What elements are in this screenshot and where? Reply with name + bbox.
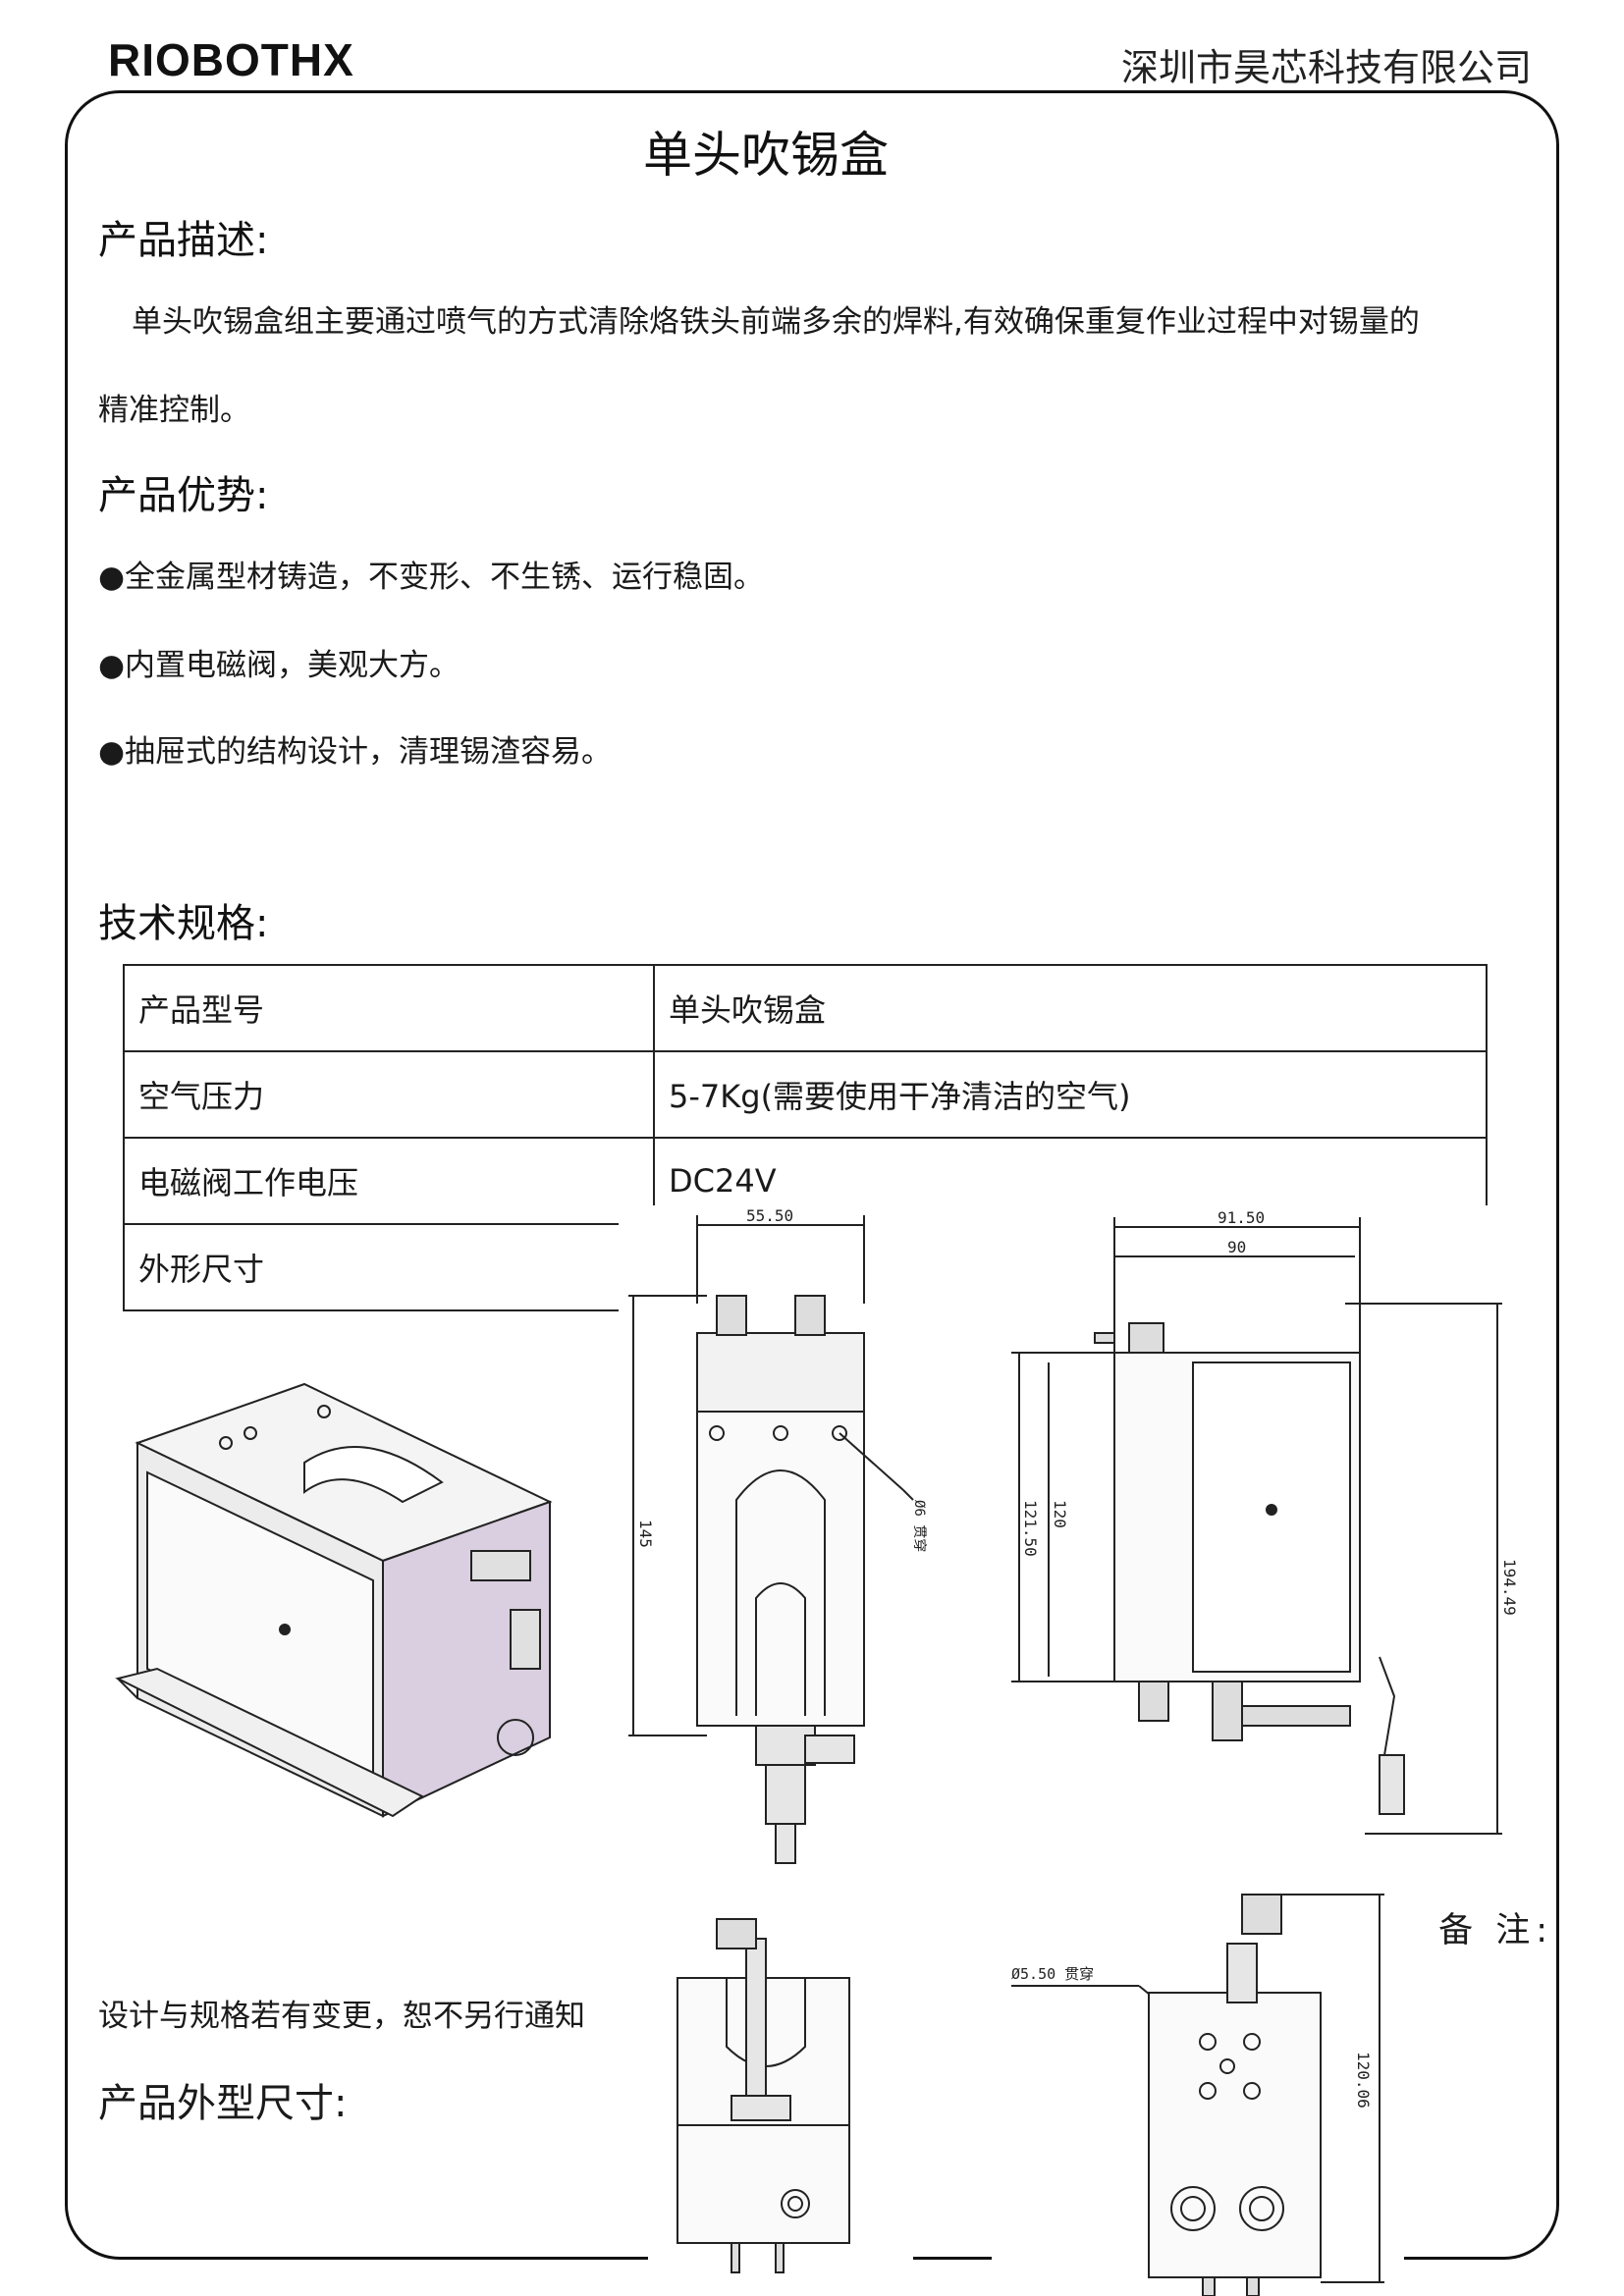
- side-height-outer: 121.50: [1021, 1500, 1040, 1557]
- description-line-1: 单头吹锡盒组主要通过喷气的方式清除烙铁头前端多余的焊料,有效确保重复作业过程中对…: [132, 304, 1420, 340]
- side-height-total: 194.49: [1500, 1559, 1519, 1616]
- spec-value: 5-7Kg(需要使用干净清洁的空气): [653, 1050, 1488, 1139]
- side-view-drawing: 91.50 90 121.50 120 194.49: [992, 1205, 1542, 1873]
- change-notice: 设计与规格若有变更，恕不另行通知: [98, 1999, 585, 2034]
- dims-heading: 产品外型尺寸:: [98, 2081, 348, 2126]
- spec-key: 空气压力: [123, 1050, 655, 1139]
- advantage-item-1: ●全金属型材铸造，不变形、不生锈、运行稳固。: [98, 560, 765, 595]
- company-name: 深圳市昊芯科技有限公司: [1120, 46, 1532, 89]
- rear-view-drawing: [648, 1909, 913, 2296]
- page-title: 单头吹锡盒: [643, 127, 889, 184]
- side-width-outer: 91.50: [1218, 1208, 1265, 1227]
- bottom-hole-note: Ø5.50 贯穿: [1011, 1965, 1094, 1983]
- description-line-2: 精准控制。: [98, 393, 250, 428]
- front-hole-note: Ø6 贯穿: [911, 1500, 927, 1552]
- spec-key: 电磁阀工作电压: [123, 1137, 655, 1225]
- spec-row: 产品型号 单头吹锡盒: [123, 964, 1488, 1052]
- description-heading: 产品描述:: [98, 218, 269, 263]
- advantage-item-2: ●内置电磁阀，美观大方。: [98, 648, 460, 683]
- specs-heading: 技术规格:: [98, 901, 269, 946]
- spec-value: 单头吹锡盒: [653, 964, 1488, 1052]
- spec-key: 外形尺寸: [123, 1223, 655, 1311]
- remark-label: 备 注:: [1438, 1911, 1553, 1950]
- advantages-heading: 产品优势:: [98, 473, 269, 518]
- side-height-inner: 120: [1051, 1500, 1069, 1528]
- spec-key: 产品型号: [123, 964, 655, 1052]
- front-width-dim: 55.50: [746, 1206, 793, 1225]
- side-width-inner: 90: [1227, 1238, 1246, 1256]
- bottom-height-dim: 120.06: [1354, 2052, 1373, 2109]
- front-view-drawing: 55.50 145 Ø6 贯穿: [619, 1205, 992, 1912]
- front-height-dim: 145: [636, 1520, 655, 1548]
- bottom-view-drawing: Ø5.50 贯穿 120.06: [992, 1885, 1404, 2296]
- isometric-view-drawing: [115, 1382, 553, 1818]
- spec-row: 空气压力 5-7Kg(需要使用干净清洁的空气): [123, 1050, 1488, 1139]
- company-logo: RIOBOTHX: [108, 34, 354, 85]
- advantage-item-3: ●抽屉式的结构设计，清理锡渣容易。: [98, 734, 613, 770]
